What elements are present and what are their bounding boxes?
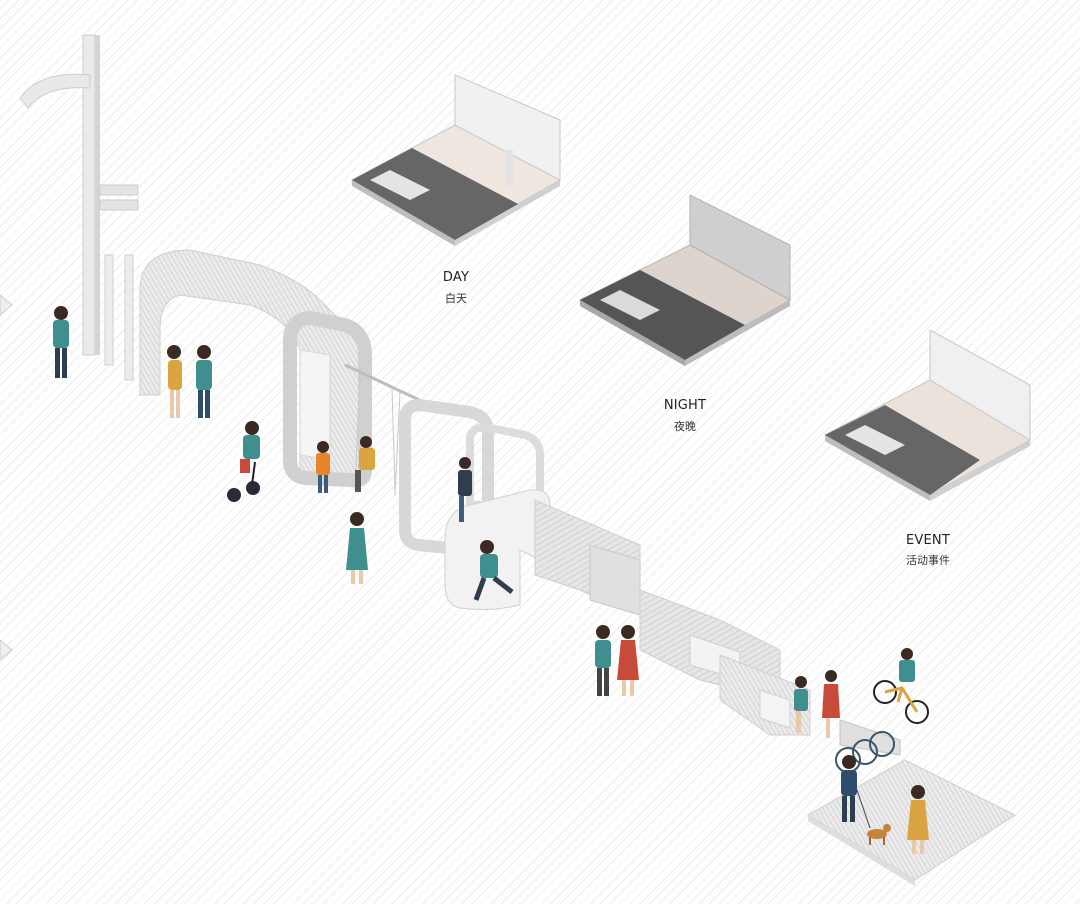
night-vignette [578, 194, 792, 366]
person-frame [458, 457, 472, 522]
person-woman-dress [346, 512, 368, 584]
person-child-swing [316, 436, 375, 493]
person-lamp [53, 306, 69, 378]
street-lamp-icon [0, 34, 139, 661]
event-label: EVENT [906, 533, 950, 548]
day-sublabel: 白天 [445, 292, 467, 305]
person-couple-arch [167, 345, 212, 418]
ribbon-wall [444, 489, 901, 756]
day-label: DAY [442, 270, 470, 285]
dog-icon [867, 824, 891, 845]
day-vignette [350, 74, 562, 246]
person-couple-wall [595, 625, 639, 696]
event-sublabel: 活动事件 [906, 554, 950, 567]
person-sitting-pair [794, 670, 840, 738]
bicycle-icon [873, 648, 929, 724]
event-vignette [823, 329, 1032, 501]
night-label: NIGHT [663, 398, 707, 413]
person-with-dog [841, 755, 871, 829]
night-sublabel: 夜晚 [674, 420, 696, 433]
person-jumping [473, 540, 514, 601]
person-woman-plaza [907, 785, 929, 854]
segway-icon [227, 421, 260, 502]
